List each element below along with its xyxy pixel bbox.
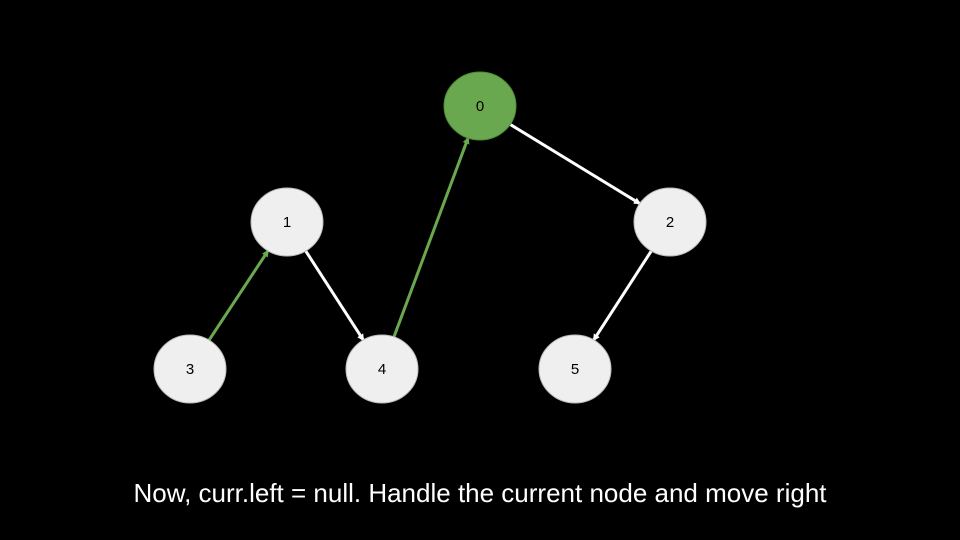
node-circle (345, 334, 419, 404)
tree-node-2: 2 (633, 187, 707, 257)
node-circle (153, 334, 227, 404)
node-label: 1 (283, 214, 291, 231)
edge-0-to-2 (509, 123, 641, 205)
node-label: 0 (476, 98, 484, 115)
edge-3-to-1-thread (207, 249, 270, 341)
nodes-layer: 0 1 2 3 4 5 (153, 71, 707, 404)
tree-node-0-current: 0 (443, 71, 517, 141)
edges-layer (207, 123, 653, 342)
edge-1-to-4 (304, 250, 365, 342)
node-label: 2 (666, 214, 674, 231)
tree-node-3: 3 (153, 334, 227, 404)
node-circle (443, 71, 517, 141)
edge-4-to-0-thread (392, 136, 470, 338)
node-circle (538, 334, 612, 404)
tree-node-4: 4 (345, 334, 419, 404)
edge-2-to-5 (592, 250, 653, 342)
node-label: 3 (186, 361, 194, 378)
caption-text: Now, curr.left = null. Handle the curren… (133, 478, 827, 508)
node-label: 4 (378, 361, 386, 378)
tree-node-5: 5 (538, 334, 612, 404)
node-circle (633, 187, 707, 257)
tree-node-1: 1 (250, 187, 324, 257)
node-label: 5 (571, 361, 579, 378)
node-circle (250, 187, 324, 257)
